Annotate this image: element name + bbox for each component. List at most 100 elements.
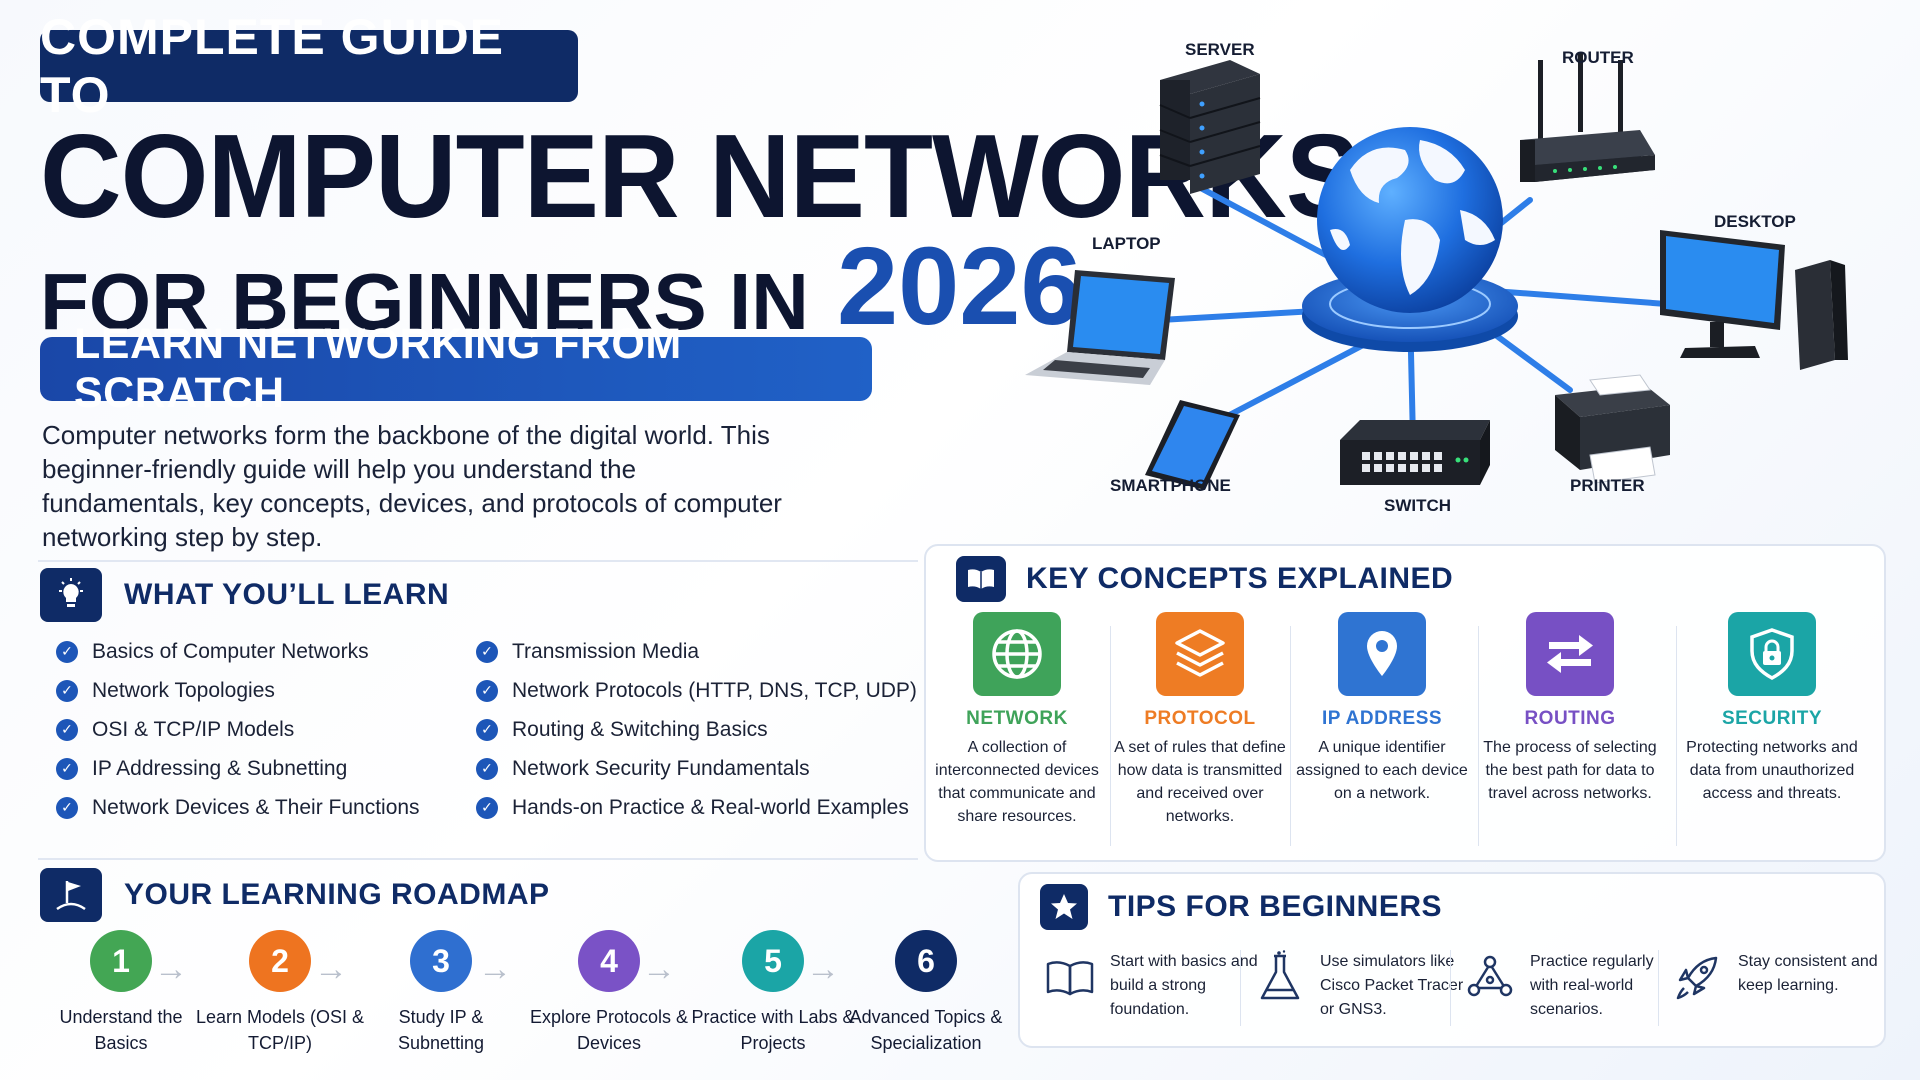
tip-text: Practice regularly with real-world scena…: [1530, 953, 1654, 1018]
concept-tile-protocol: [1156, 612, 1244, 696]
step-label: Practice with Labs & Projects: [691, 1007, 855, 1053]
concept-routing: ROUTING The process of selecting the bes…: [1480, 612, 1660, 805]
intro-paragraph: Computer networks form the backbone of t…: [42, 420, 782, 552]
step-label: Learn Models (OSI & TCP/IP): [195, 1007, 365, 1053]
step-number: 3: [410, 930, 472, 992]
step-label: Advanced Topics & Specialization: [849, 1007, 1003, 1053]
step-number: 2: [249, 930, 311, 992]
what-youll-learn-section: WHAT YOU’LL LEARN ✓Basics of Computer Ne…: [38, 560, 918, 860]
learn-item-text: Transmission Media: [512, 639, 700, 663]
arrow-right-icon: →: [642, 950, 676, 988]
label-switch: SWITCH: [1384, 496, 1452, 515]
open-book-icon: [1046, 961, 1094, 996]
divider: [1478, 626, 1479, 846]
learn-item: ✓ Network Devices & Their Functions: [56, 788, 420, 827]
learn-header: WHAT YOU’LL LEARN: [40, 568, 449, 622]
rocket-icon: [1676, 956, 1718, 1000]
tip-item: Start with basics and build a strong fou…: [1042, 950, 1260, 1022]
learn-item-text: Network Devices & Their Functions: [92, 795, 420, 819]
learn-item: ✓ Network Protocols (HTTP, DNS, TCP, UDP): [476, 671, 917, 710]
learning-roadmap-section: YOUR LEARNING ROADMAP 1 Understand the B…: [38, 862, 1002, 1072]
star-icon: [1040, 884, 1088, 930]
concept-desc: A collection of interconnected devices t…: [935, 739, 1099, 825]
guide-pill: COMPLETE GUIDE TO: [40, 9, 578, 123]
step-label: Study IP & Subnetting: [397, 1007, 485, 1053]
concept-tile-ip-address: [1338, 612, 1426, 696]
concept-name: NETWORK: [966, 708, 1068, 729]
concept-name: ROUTING: [1524, 708, 1616, 729]
subtitle-text: LEARN NETWORKING FROM SCRATCH: [74, 320, 682, 417]
learn-item-text: Network Topologies: [92, 678, 275, 702]
flask-icon: [1260, 950, 1300, 1000]
concept-name: PROTOCOL: [1144, 708, 1256, 729]
desktop-icon: [1660, 230, 1848, 370]
tip-item: Stay consistent and keep learning.: [1670, 950, 1888, 1006]
learn-item: ✓Transmission Media: [476, 632, 917, 671]
label-router: ROUTER: [1562, 48, 1634, 67]
learn-list-right: ✓Transmission Media ✓ Network Protocols (…: [476, 632, 917, 827]
learn-item: ✓OSI & TCP/IP Models: [56, 710, 420, 749]
lightbulb-icon: [40, 568, 102, 622]
label-desktop: DESKTOP: [1714, 212, 1796, 231]
check-icon: ✓: [56, 640, 78, 663]
concept-protocol: PROTOCOL A set of rules that define how …: [1110, 612, 1290, 828]
step-number: 6: [895, 930, 957, 992]
concept-name: SECURITY: [1721, 708, 1823, 729]
divider: [1110, 626, 1111, 846]
globe-icon: [1317, 127, 1503, 313]
label-smartphone: SMARTPHONE: [1110, 476, 1231, 495]
divider: [1676, 626, 1677, 846]
concept-desc: The process of selecting the best path f…: [1483, 739, 1657, 802]
key-concepts-section: KEY CONCEPTS EXPLAINED NETWORK A collect…: [924, 544, 1886, 862]
title-year: 2026: [836, 225, 1082, 348]
guide-pill-text: COMPLETE GUIDE TO: [40, 9, 505, 123]
arrow-right-icon: →: [806, 950, 840, 988]
learn-item: ✓Basics of Computer Networks: [56, 632, 420, 671]
concept-desc: Protecting networks and data from unauth…: [1686, 739, 1858, 802]
step-number: 1: [90, 930, 152, 992]
printer-icon: [1555, 374, 1670, 484]
tip-text: Stay consistent and keep learning.: [1738, 953, 1878, 994]
arrow-right-icon: →: [154, 950, 188, 988]
learn-item-text: Network Security Fundamentals: [512, 756, 810, 780]
concept-tile-network: [973, 612, 1061, 696]
tips-section: TIPS FOR BEGINNERS Start with basics and…: [1018, 872, 1886, 1048]
concept-ip-address: IP ADDRESS A unique identifier assigned …: [1292, 612, 1472, 805]
learn-item: ✓Network Topologies: [56, 671, 420, 710]
step-label: Explore Protocols & Devices: [529, 1007, 689, 1053]
roadmap-title: YOUR LEARNING ROADMAP: [124, 878, 550, 911]
step-label: Understand the Basics: [59, 1007, 183, 1053]
learn-item-text: Routing & Switching Basics: [512, 717, 768, 741]
smartphone-icon: [1145, 400, 1240, 490]
check-icon: ✓: [56, 796, 78, 819]
globe-icon: [992, 629, 1042, 679]
label-server: SERVER: [1185, 40, 1255, 59]
tips-title: TIPS FOR BEGINNERS: [1108, 890, 1443, 923]
layers-icon: [1175, 629, 1225, 677]
roadmap-step-6: 6 Advanced Topics & Specialization: [846, 930, 1006, 1056]
book-icon: [956, 556, 1006, 602]
learn-item-text: Hands-on Practice & Real-world Examples: [512, 795, 909, 819]
network-diagram: SERVER ROUTER LAPTOP DESKTOP SMARTPHONE …: [1010, 20, 1910, 540]
concept-name: IP ADDRESS: [1321, 708, 1443, 729]
tip-item: Practice regularly with real-world scena…: [1462, 950, 1680, 1022]
check-icon: ✓: [476, 679, 498, 702]
learn-title: WHAT YOU’LL LEARN: [124, 578, 450, 611]
divider: [1290, 626, 1291, 846]
switch-icon: [1340, 420, 1490, 485]
arrow-right-icon: →: [314, 950, 348, 988]
subtitle-banner: LEARN NETWORKING FROM SCRATCH: [40, 320, 872, 417]
step-number: 5: [742, 930, 804, 992]
learn-item-text: OSI & TCP/IP Models: [92, 717, 295, 741]
tips-header: TIPS FOR BEGINNERS: [1040, 884, 1442, 930]
divider: [1450, 950, 1451, 1026]
concept-desc: A unique identifier assigned to each dev…: [1296, 739, 1468, 802]
roadmap-step-2: 2 Learn Models (OSI & TCP/IP): [195, 930, 365, 1056]
title-for-beginners: FOR BEGINNERS IN: [40, 257, 809, 346]
laptop-icon: [1025, 270, 1175, 385]
learn-item-text: Network Protocols (HTTP, DNS, TCP, UDP): [512, 678, 917, 702]
roadmap-header: YOUR LEARNING ROADMAP: [40, 868, 550, 922]
learn-item: ✓Routing & Switching Basics: [476, 710, 917, 749]
roadmap-step-3: 3 Study IP & Subnetting: [356, 930, 526, 1056]
